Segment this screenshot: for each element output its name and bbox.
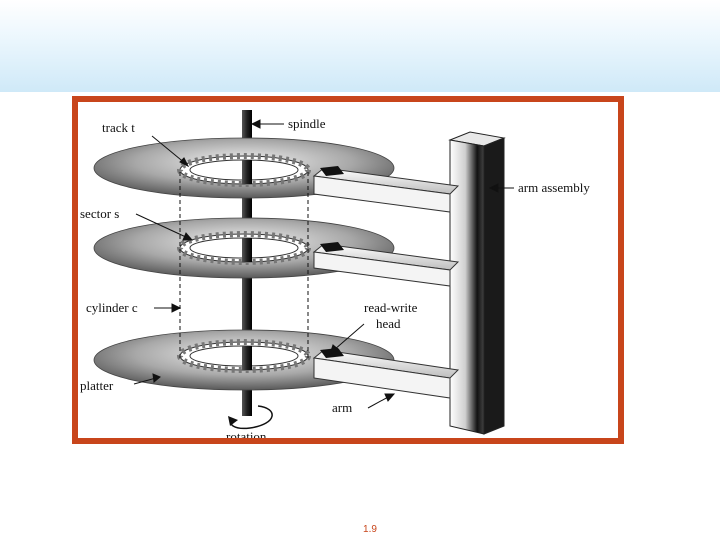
platter-label: platter: [80, 378, 114, 393]
leader-lines: [133, 119, 514, 409]
disk-diagram: track t spindle sector s arm assembly cy…: [80, 110, 590, 438]
cylinder-outline: [179, 172, 309, 358]
cylinder-label: cylinder c: [86, 300, 138, 315]
sector-label: sector s: [80, 206, 119, 221]
spindle-label: spindle: [288, 116, 326, 131]
read-write-head-label-line2: head: [376, 316, 401, 331]
page-number: 1.9: [363, 524, 377, 535]
arm-assembly-label: arm assembly: [518, 180, 590, 195]
read-write-head-label-line1: read-write: [364, 300, 418, 315]
header-band: [0, 0, 720, 92]
arm-1: [312, 166, 460, 213]
read-write-head-2: [320, 242, 344, 252]
diagram-frame: track t spindle sector s arm assembly cy…: [72, 96, 624, 444]
rotation-arrow-icon: [228, 405, 273, 430]
arm-label: arm: [332, 400, 352, 415]
arm-assembly-column: [448, 131, 506, 435]
read-write-head-1: [320, 166, 344, 176]
track-label: track t: [102, 120, 135, 135]
rotation-label: rotation: [226, 429, 267, 438]
arm-2: [312, 242, 460, 287]
